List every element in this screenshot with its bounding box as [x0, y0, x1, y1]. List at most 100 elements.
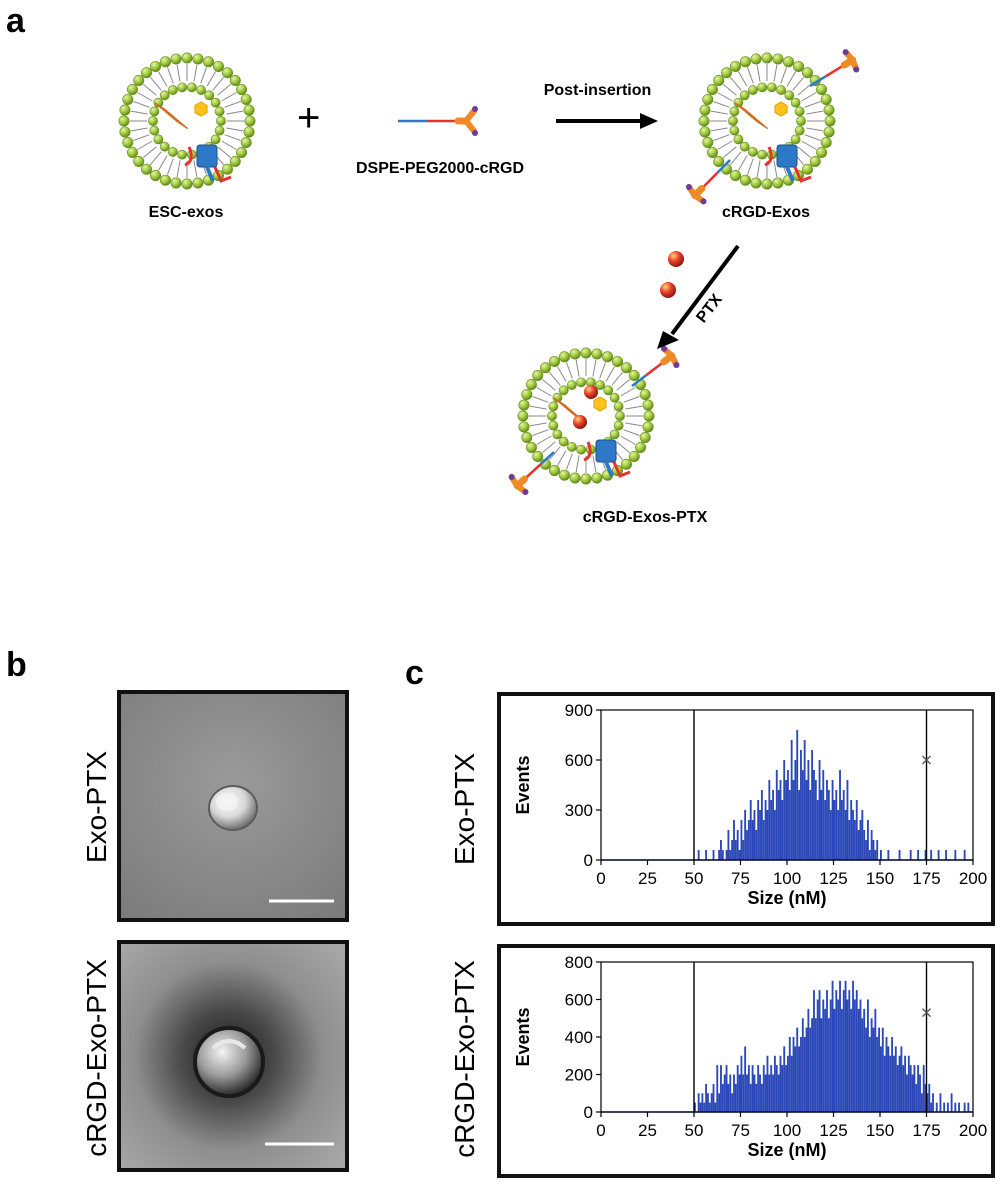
histogram-bar: [712, 850, 715, 860]
lipid-head-icon: [611, 355, 623, 367]
histogram-bar: [898, 1055, 901, 1112]
reagent-label: DSPE-PEG2000-cRGD: [355, 160, 525, 177]
histogram-bar: [747, 1065, 750, 1112]
histogram-bar: [831, 980, 834, 1112]
histogram-bar: [818, 990, 821, 1112]
lipid-head-icon: [149, 125, 160, 136]
x-tick-label: 200: [959, 869, 987, 888]
x-tick-label: 0: [596, 869, 605, 888]
histogram-bar: [935, 1102, 938, 1112]
histogram-bar: [937, 850, 940, 860]
histogram-bar: [818, 760, 821, 860]
lipid-head-icon: [766, 82, 777, 93]
lipid-head-icon: [236, 147, 248, 159]
histogram-bar: [762, 1065, 765, 1112]
histogram-bar: [932, 1093, 934, 1112]
lipid-head-icon: [794, 106, 805, 117]
lipid-head-icon: [761, 52, 773, 64]
histogram-bar: [909, 850, 912, 860]
histogram-bar: [896, 1065, 899, 1112]
lipid-head-icon: [772, 177, 784, 189]
histogram-bar: [814, 780, 817, 860]
lipid-head-icon: [552, 429, 563, 440]
histogram-bar: [880, 850, 882, 860]
lipid-head-icon: [739, 141, 750, 152]
histogram-bar: [958, 1102, 960, 1112]
y-tick-label: 200: [565, 1066, 593, 1085]
lipid-head-icon: [521, 432, 533, 444]
histogram-bar: [764, 1074, 767, 1112]
lipid-head-icon: [713, 155, 725, 167]
histogram-bar: [744, 1046, 747, 1112]
x-tick-label: 125: [819, 1121, 847, 1140]
histogram-bar: [827, 790, 830, 860]
lipid-head-icon: [733, 134, 744, 145]
histogram-bar: [777, 790, 780, 860]
histogram-bar: [801, 1018, 804, 1112]
histogram-bar: [788, 1037, 791, 1112]
y-tick-label: 600: [565, 751, 593, 770]
histogram-bar: [943, 1102, 946, 1112]
lipid-head-icon: [240, 137, 252, 149]
histogram-bar: [842, 790, 845, 860]
histogram-bar: [855, 990, 858, 1112]
histogram-bar: [787, 770, 789, 860]
histogram-bar: [865, 1027, 867, 1112]
histogram-bar: [775, 1065, 778, 1112]
crgd-ligand-icon: [685, 184, 707, 205]
lipid-head-icon: [747, 147, 758, 157]
lipid-head-icon: [126, 147, 138, 159]
lipid-head-icon: [823, 126, 835, 138]
histogram-bar: [727, 830, 730, 860]
lipid-head-icon: [540, 362, 552, 374]
histogram-bar: [716, 1065, 719, 1112]
lipid-head-icon: [240, 93, 252, 105]
histogram-bar: [945, 850, 947, 860]
histogram-bar: [801, 770, 804, 860]
histogram-bar: [779, 1055, 782, 1112]
post-insertion-arrow: [556, 113, 658, 129]
lipid-head-icon: [552, 392, 563, 403]
histogram-bar: [917, 1065, 920, 1112]
x-tick-label: 175: [912, 1121, 940, 1140]
lipid-head-icon: [203, 56, 215, 68]
lipid-head-icon: [153, 97, 164, 108]
lipid-head-icon: [214, 125, 225, 136]
lipid-head-icon: [620, 458, 632, 470]
histogram-bar: [824, 800, 827, 860]
histogram-bar: [883, 1055, 886, 1112]
rna-cargo-icon: [154, 102, 189, 130]
lipid-head-icon: [790, 97, 801, 108]
histogram-bar: [738, 850, 741, 860]
lipid-head-icon: [186, 82, 197, 93]
histogram-bar: [751, 820, 754, 860]
lipid-head-icon: [525, 441, 537, 453]
lipid-head-icon: [167, 147, 178, 157]
lipid-head-icon: [216, 116, 226, 126]
histogram-bar: [853, 999, 856, 1112]
histogram-bar: [868, 1037, 871, 1112]
histogram-bar: [792, 1037, 795, 1112]
x-tick-label: 75: [731, 869, 750, 888]
lipid-head-icon: [615, 411, 625, 421]
histogram-bar: [926, 1093, 929, 1112]
histogram-bar: [747, 820, 750, 860]
histogram-bar: [766, 1055, 769, 1112]
lipid-head-icon: [591, 348, 603, 360]
lipid-head-icon: [548, 401, 559, 412]
crgd-ligand-icon: [660, 345, 680, 369]
lipid-head-icon: [558, 469, 570, 481]
histogram-bar: [718, 1093, 721, 1112]
histogram-bar: [766, 810, 769, 860]
lipid-head-icon: [713, 75, 725, 87]
histogram-bar: [762, 820, 765, 860]
x-tick-label: 125: [819, 869, 847, 888]
lipid-head-icon: [569, 472, 581, 484]
histogram-bar: [826, 780, 828, 860]
histogram-bar: [729, 1074, 732, 1112]
y-axis-label: Events: [513, 1007, 533, 1066]
histogram-bar: [714, 1102, 717, 1112]
rna-cargo-icon: [734, 102, 769, 130]
lipid-head-icon: [729, 60, 741, 72]
histogram-bar: [894, 1046, 897, 1112]
